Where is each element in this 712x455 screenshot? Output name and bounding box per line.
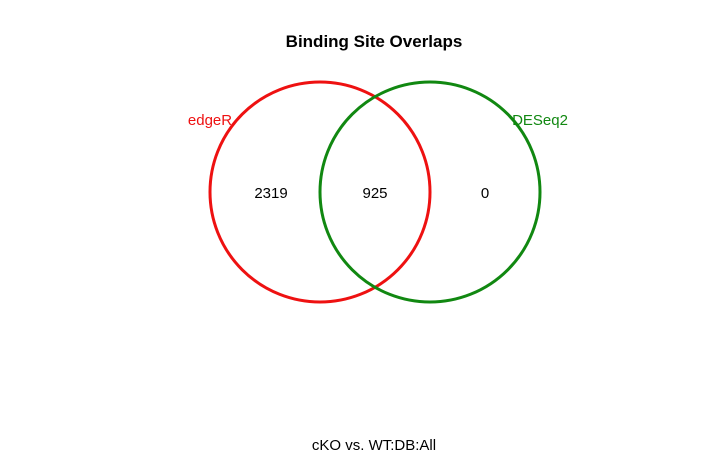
comparison-caption: cKO vs. WT:DB:All [312,437,436,454]
edger-circle [208,80,432,304]
overlap-count: 925 [362,185,387,202]
edger-only-count: 2319 [254,185,287,202]
deseq2-circle [318,80,542,304]
edger-label: edgeR [188,112,232,129]
deseq2-only-count: 0 [481,185,489,202]
diagram-title: Binding Site Overlaps [286,32,463,51]
deseq2-label: DESeq2 [512,112,568,129]
